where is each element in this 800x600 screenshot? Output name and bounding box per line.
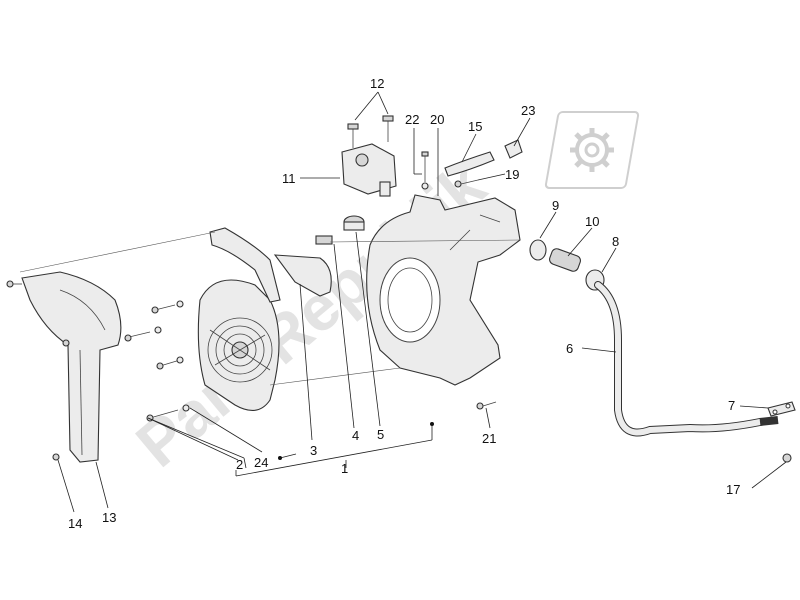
callout-20: 20 xyxy=(430,112,444,127)
seal-5 xyxy=(343,215,365,231)
outer-cover-13 xyxy=(21,271,122,463)
callout-3: 3 xyxy=(310,443,317,458)
callout-7: 7 xyxy=(728,398,735,413)
callout-6: 6 xyxy=(566,341,573,356)
callout-4: 4 xyxy=(352,428,359,443)
alignment-lines xyxy=(19,231,521,386)
screw-14 xyxy=(6,280,70,461)
screw-21 xyxy=(476,401,497,410)
callout-22: 22 xyxy=(405,112,419,127)
callout-21: 21 xyxy=(482,431,496,446)
callout-8: 8 xyxy=(612,234,619,249)
screw-19 xyxy=(454,179,479,188)
callout-2: 2 xyxy=(236,457,243,472)
callout-15: 15 xyxy=(468,119,482,134)
callout-19: 19 xyxy=(505,167,519,182)
gasket-7 xyxy=(767,401,796,417)
crankcase-cover-1 xyxy=(366,194,521,386)
callout-labels: 12 11 22 20 15 23 19 9 10 8 6 7 17 21 13… xyxy=(68,76,740,531)
callout-5: 5 xyxy=(377,427,384,442)
valve-11 xyxy=(341,143,397,197)
callout-12: 12 xyxy=(370,76,384,91)
fan-cover-24 xyxy=(197,279,280,411)
callout-1: 1 xyxy=(341,461,348,476)
reference-dots xyxy=(278,422,434,460)
callout-17: 17 xyxy=(726,482,740,497)
bolt-20 xyxy=(421,151,429,190)
bolts-12 xyxy=(347,115,394,148)
air-duct-3 xyxy=(209,227,332,303)
nut-17 xyxy=(782,453,792,463)
callout-9: 9 xyxy=(552,198,559,213)
hose-15 xyxy=(444,151,495,177)
fittings-9-10-8 xyxy=(529,239,605,291)
gear-logo-icon xyxy=(544,111,640,189)
callout-14: 14 xyxy=(68,516,82,531)
callout-10: 10 xyxy=(585,214,599,229)
callout-24: 24 xyxy=(254,455,268,470)
clamp-23 xyxy=(504,139,523,159)
pipe-6 xyxy=(594,281,779,437)
callout-23: 23 xyxy=(521,103,535,118)
leader-lines xyxy=(57,91,787,513)
callout-11: 11 xyxy=(282,171,296,186)
callout-13: 13 xyxy=(102,510,116,525)
bracket-4 xyxy=(315,235,333,245)
